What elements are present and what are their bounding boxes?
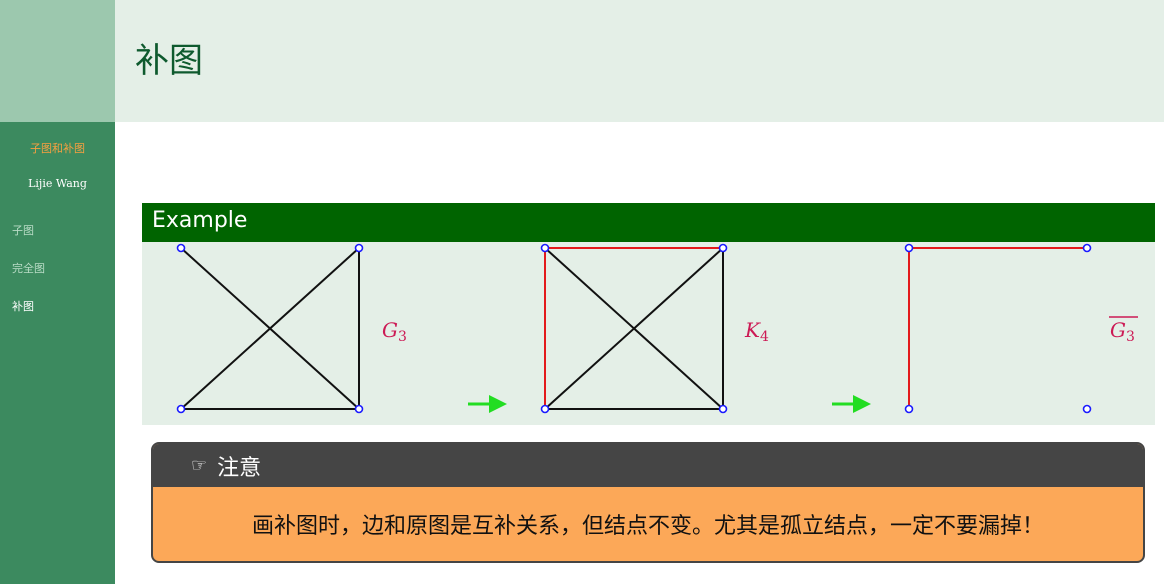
- sidebar: 子图和补图 Lijie Wang 子图 完全图 补图: [0, 122, 115, 584]
- g3-node-br: [354, 404, 364, 414]
- k4-node-tl: [540, 243, 550, 253]
- example-body: G3 K4: [142, 242, 1155, 425]
- example-title: Example: [142, 203, 1155, 242]
- k4-node-tr: [718, 243, 728, 253]
- slide-header: 补图: [115, 0, 1164, 122]
- graph-g3: G3: [176, 243, 407, 414]
- note-text: 画补图时，边和原图是互补关系，但结点不变。尤其是孤立结点，一定不要漏掉！: [251, 514, 1044, 539]
- gc-node-br: [1082, 404, 1092, 414]
- note-block: ☞ 注意 画补图时，边和原图是互补关系，但结点不变。尤其是孤立结点，一定不要漏掉…: [151, 442, 1145, 563]
- note-header: ☞ 注意: [153, 444, 1143, 487]
- g3-edge-diag-2: [180, 247, 360, 410]
- k4-edge-diag-2: [544, 247, 724, 410]
- note-title: 注意: [217, 455, 262, 481]
- g3-node-tl: [176, 243, 186, 253]
- g3-label: G3: [382, 318, 407, 345]
- graph-g3-complement: G3: [904, 243, 1138, 414]
- graph-k4: K4: [540, 243, 769, 414]
- sidebar-logo-area: [0, 0, 115, 122]
- gc-node-tr: [1082, 243, 1092, 253]
- sidebar-item-complement[interactable]: 补图: [12, 300, 34, 313]
- k4-node-bl: [540, 404, 550, 414]
- k4-node-br: [718, 404, 728, 414]
- pointing-hand-icon: ☞: [191, 455, 208, 476]
- graphs-figure: G3 K4: [176, 243, 1138, 414]
- gc-label: G3: [1110, 318, 1135, 345]
- g3-node-bl: [176, 404, 186, 414]
- page-title: 补图: [135, 41, 203, 81]
- sidebar-section-title[interactable]: 子图和补图: [30, 142, 85, 155]
- gc-node-bl: [904, 404, 914, 414]
- gc-node-tl: [904, 243, 914, 253]
- sidebar-item-subgraph[interactable]: 子图: [12, 224, 34, 237]
- k4-label: K4: [744, 318, 769, 345]
- sidebar-item-complete-graph[interactable]: 完全图: [12, 262, 45, 275]
- g3-node-tr: [354, 243, 364, 253]
- example-block: Example G3: [142, 203, 1155, 425]
- sidebar-author: Lijie Wang: [28, 177, 87, 190]
